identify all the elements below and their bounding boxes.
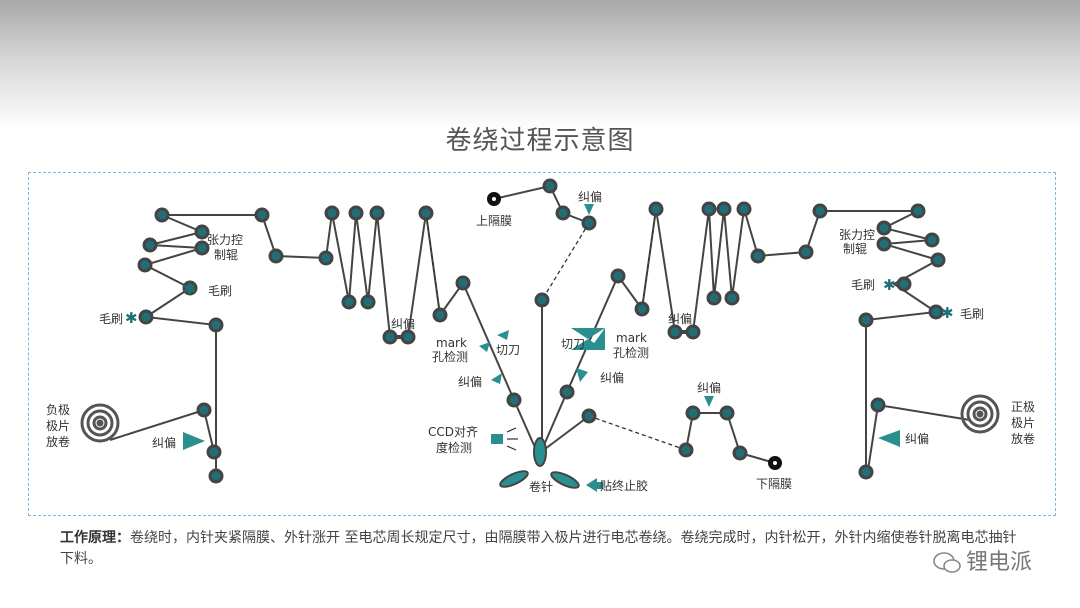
mark-detect-label: mark: [436, 336, 467, 350]
separator-reel-icon: [487, 192, 782, 470]
winding-needle-label: 卷针: [529, 479, 553, 494]
anode-unwind-label: 放卷: [46, 434, 70, 449]
principle-body: 卷绕时，内针夹紧隔膜、外针涨开 至电芯周长规定尺寸，由隔膜带入极片进行电芯卷绕。…: [60, 530, 1017, 567]
mark-detect-label: mark: [616, 331, 647, 345]
ccd-label: 度检测: [436, 440, 472, 455]
correction-label: 纠偏: [391, 316, 415, 331]
brush-icon: ✱: [125, 309, 138, 327]
correction-label: 纠偏: [668, 311, 692, 326]
mark-sensor-icon: [592, 328, 605, 350]
cutter-label: 切刀: [561, 337, 585, 351]
correction-arrow-icon: [183, 432, 205, 450]
page-title: 卷绕过程示意图: [445, 126, 635, 156]
correction-arrow-icon: [491, 373, 502, 384]
correction-label: 纠偏: [697, 380, 721, 395]
correction-label: 纠偏: [905, 431, 929, 446]
brush-icon: ✱: [883, 276, 896, 294]
tape-label: 贴终止胶: [600, 478, 648, 493]
cutter-label: 切刀: [496, 343, 520, 357]
ccd-sensor-icon: [491, 434, 503, 444]
brush-label: 毛刷: [208, 284, 232, 298]
tension-roller-label: 张力控: [839, 228, 875, 242]
brush-icon: ✱: [183, 280, 196, 298]
winding-needle-icon: [499, 437, 580, 489]
cutter-icon: [497, 330, 509, 340]
correction-label: 纠偏: [578, 189, 602, 204]
tension-roller-label: 张力控: [207, 233, 243, 247]
mark-detect-label: 孔检测: [613, 345, 649, 360]
cathode-unwind-label: 放卷: [1011, 431, 1035, 446]
principle-text: 工作原理：卷绕时，内针夹紧隔膜、外针涨开 至电芯周长规定尺寸，由隔膜带入极片进行…: [60, 528, 1020, 570]
anode-unwind-label: 极片: [46, 419, 70, 433]
correction-arrow-icon: [584, 204, 594, 215]
brush-label: 毛刷: [99, 312, 123, 326]
brush-label: 毛刷: [960, 307, 984, 321]
cathode-reel-icon: [960, 394, 1000, 434]
brush-label: 毛刷: [851, 278, 875, 292]
diagram-frame: [28, 172, 1056, 516]
correction-arrow-icon: [576, 368, 588, 382]
cathode-unwind-label: 极片: [1011, 416, 1035, 430]
mark-detect-label: 孔检测: [432, 349, 468, 364]
brush-icon: ✱: [941, 304, 954, 322]
correction-arrow-icon: [704, 396, 714, 407]
correction-label: 纠偏: [600, 370, 624, 385]
lower-separator-label: 下隔膜: [756, 477, 792, 491]
mark-sensor-icon: [479, 342, 490, 352]
wechat-icon: [933, 552, 961, 573]
correction-label: 纠偏: [152, 435, 176, 450]
upper-separator-label: 上隔膜: [476, 214, 512, 228]
tension-roller-label: 制辊: [843, 242, 867, 256]
anode-unwind-label: 负极: [46, 403, 70, 417]
correction-label: 纠偏: [458, 374, 482, 389]
brand-name: 锂电派: [966, 550, 1033, 575]
brand-watermark: 锂电派: [932, 544, 1032, 576]
ccd-beam-icon: [506, 427, 518, 451]
principle-heading: 工作原理：: [60, 530, 130, 546]
ccd-label: CCD对齐: [428, 424, 478, 439]
tension-roller-label: 制辊: [214, 248, 238, 262]
cathode-unwind-label: 正极: [1011, 400, 1035, 414]
anode-reel-icon: [80, 403, 120, 443]
tape-arrow-icon: [586, 478, 597, 492]
header-gradient: [0, 0, 1080, 130]
correction-arrow-icon: [878, 430, 900, 447]
